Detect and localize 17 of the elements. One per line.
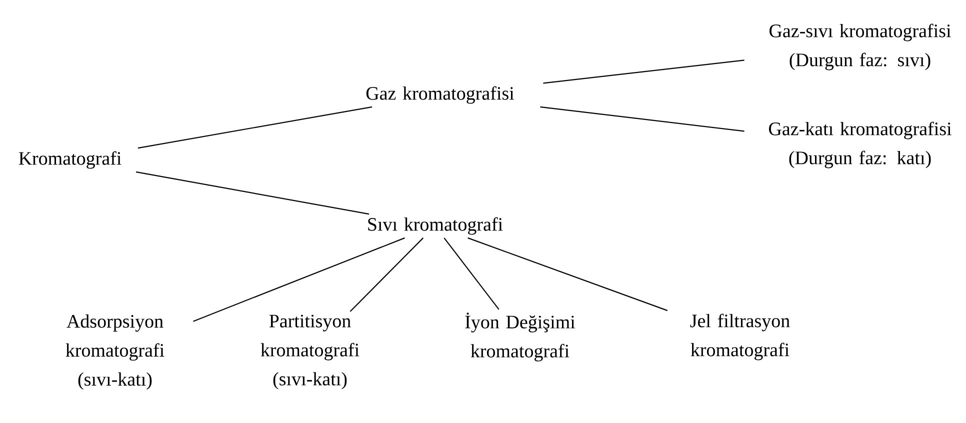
node-text: Adsorpsiyon kromatografi (sıvı-katı): [66, 314, 164, 390]
connector-line: [543, 60, 744, 84]
connector-line: [444, 238, 500, 310]
connector-line: [468, 237, 668, 312]
connector-line: [136, 171, 370, 215]
node-text: Partitisyon kromatografi (sıvı-katı): [260, 314, 360, 390]
connector-line: [540, 106, 744, 132]
connector-line: [350, 238, 424, 312]
node-text: Gaz-sıvı kromatografisi (Durgun faz: sıvı): [770, 24, 951, 70]
connector-line: [138, 106, 372, 149]
node-text: Kromatografi: [18, 151, 122, 169]
node-text: Sıvı kromatografi: [368, 217, 503, 235]
node-text: Gaz-katı kromatografisi (Durgun faz: katı): [769, 122, 952, 168]
node-text: Gaz kromatografisi: [366, 86, 514, 104]
node-text: Jel filtrasyon kromatografi: [690, 314, 790, 360]
node-text: İyon Değişimi kromatografi: [465, 312, 576, 362]
connector-line: [193, 237, 405, 322]
